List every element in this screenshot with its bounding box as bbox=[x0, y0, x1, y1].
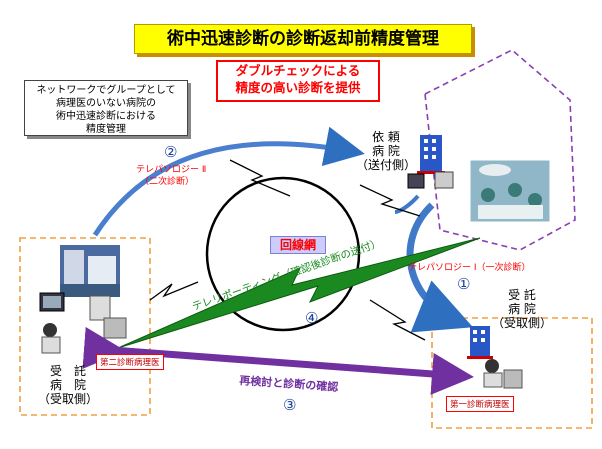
lightning-right-top bbox=[359, 184, 421, 217]
network-note-line3: 術中迅速診断における bbox=[56, 111, 156, 122]
lightning-left bbox=[149, 281, 199, 301]
double-check-box: ダブルチェックによる 精度の高い診断を提供 bbox=[216, 60, 380, 102]
page-title: 術中迅速診断の診断返却前精度管理 bbox=[134, 24, 472, 54]
arrow-telepathology-1 bbox=[406, 202, 473, 333]
network-note-box: ネットワークでグループとして 病理医のいない病院の 術中迅速診断における 精度管… bbox=[24, 80, 188, 136]
arrow-telepathology-2 bbox=[92, 126, 365, 237]
telepathology-1-label: テレパソロジー Ⅰ（一次診断） bbox=[408, 263, 531, 273]
receiving-right-line2: 病 院 bbox=[508, 302, 536, 316]
receiving-left-line1: 受 託 bbox=[49, 364, 86, 378]
receiving-hospital-right-label: 受 託 病 院 （受取側） bbox=[490, 288, 554, 330]
requesting-monitor-icon bbox=[407, 173, 425, 189]
requesting-hospital-line2: 病 院 bbox=[372, 144, 400, 158]
right-doctor-icon bbox=[485, 359, 499, 373]
network-note-line4: 精度管理 bbox=[86, 124, 126, 135]
second-pathologist-tag: 第二診断病理医 bbox=[96, 354, 164, 370]
marker-2: ② bbox=[164, 143, 178, 161]
receiving-left-line2: 病 院 bbox=[49, 378, 86, 392]
requesting-computer-icon bbox=[434, 171, 454, 189]
secondary-diagnosis-label: （二次診断） bbox=[140, 177, 195, 187]
marker-4: ④ bbox=[305, 309, 319, 327]
right-microscope-icon bbox=[503, 369, 523, 389]
requesting-hospital-line1: 依 頼 bbox=[372, 130, 400, 144]
requesting-hospital-line3: （送付側） bbox=[355, 158, 416, 172]
receiving-right-line3: （受取側） bbox=[491, 316, 552, 330]
double-check-line2: 精度の高い診断を提供 bbox=[235, 80, 361, 95]
requesting-building-icon bbox=[420, 135, 442, 171]
left-doctor-icon bbox=[43, 323, 57, 337]
lightning-right-bottom bbox=[369, 299, 426, 341]
receiving-right-line1: 受 託 bbox=[508, 288, 536, 302]
network-label: 回線網 bbox=[270, 236, 326, 254]
lightning-top bbox=[229, 159, 291, 197]
arrow-request-down bbox=[394, 194, 420, 214]
teleporting-bolt bbox=[117, 237, 481, 349]
double-check-line1: ダブルチェックによる bbox=[235, 63, 361, 78]
recheck-arrow bbox=[82, 326, 474, 395]
left-computer-icon bbox=[89, 295, 111, 321]
left-microscope-icon bbox=[103, 317, 127, 339]
network-note-line1: ネットワークでグループとして bbox=[36, 85, 176, 96]
receiving-hospital-left-label: 受 託 病 院 （受取側） bbox=[36, 364, 100, 406]
telepathology-2-label: テレパソロジー Ⅱ bbox=[136, 165, 207, 175]
network-note-line2: 病理医のいない病院の bbox=[56, 98, 156, 109]
requesting-hospital-label: 依 頼 病 院 （送付側） bbox=[355, 130, 417, 172]
receiving-left-line3: （受取側） bbox=[37, 392, 98, 406]
marker-1: ① bbox=[457, 275, 471, 293]
left-receiving-region bbox=[19, 237, 151, 416]
marker-3: ③ bbox=[283, 396, 297, 414]
first-pathologist-tag: 第一診断病理医 bbox=[446, 396, 514, 412]
